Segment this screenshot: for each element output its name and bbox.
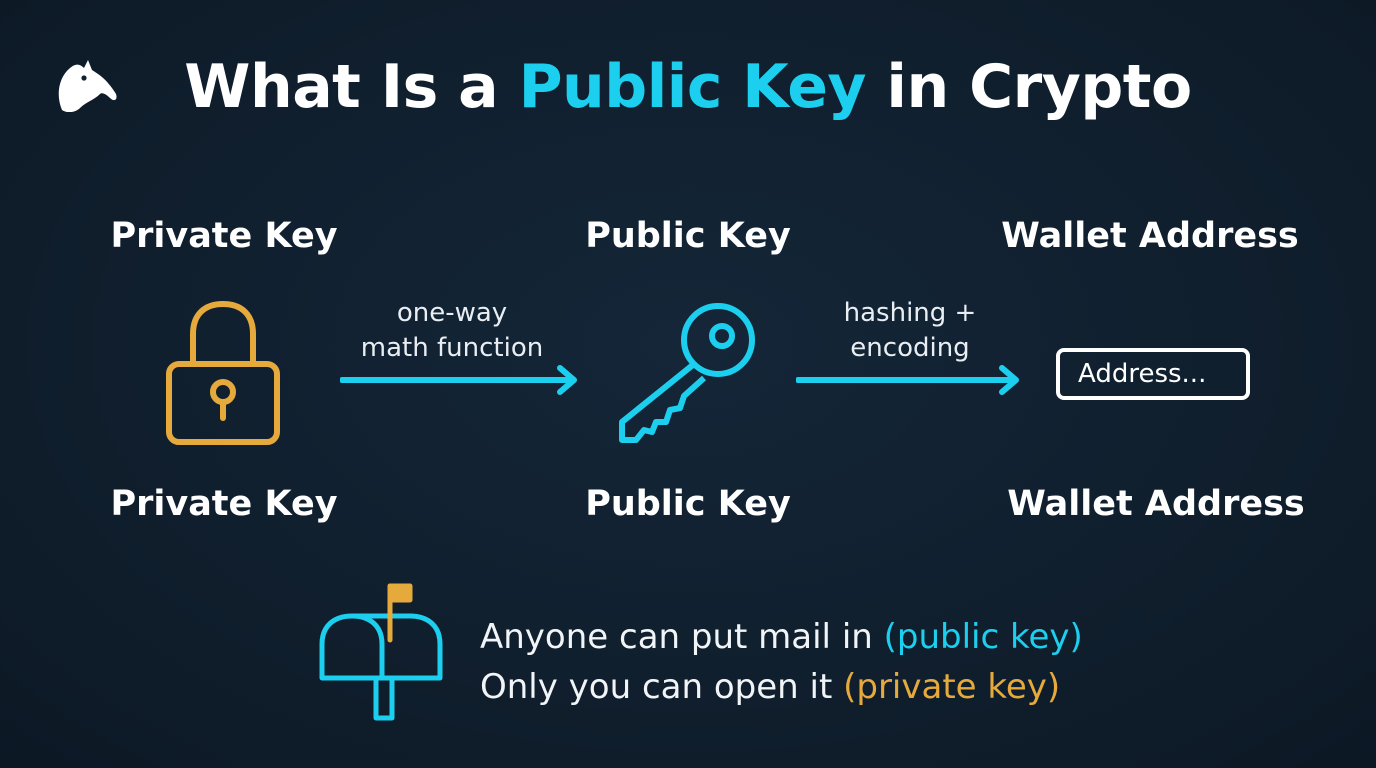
- edge1-label: one-way math function: [322, 296, 582, 366]
- private-key-bottom-label: Private Key: [110, 484, 338, 524]
- public-key-bottom-label: Public Key: [585, 484, 791, 524]
- edge2-line1: hashing +: [843, 298, 977, 328]
- key-icon: [619, 303, 755, 443]
- analogy-line2-highlight: (private key): [843, 667, 1061, 707]
- analogy-line1-text: Anyone can put mail in: [480, 617, 884, 657]
- title-after: in Crypto: [866, 52, 1192, 122]
- page-title: What Is a Public Key in Crypto: [0, 52, 1376, 122]
- analogy-line1: Anyone can put mail in (public key): [480, 612, 1083, 662]
- edge2-line2: encoding: [850, 333, 970, 363]
- edge1-line2: math function: [360, 333, 544, 363]
- analogy-line2: Only you can open it (private key): [480, 662, 1083, 712]
- wallet-address-box: Address...: [1056, 348, 1250, 400]
- title-before: What Is a: [184, 52, 519, 122]
- wallet-address-top-label: Wallet Address: [1001, 216, 1299, 256]
- edge1-line1: one-way: [396, 298, 508, 328]
- padlock-icon: [166, 300, 280, 445]
- analogy-line1-highlight: (public key): [883, 617, 1083, 657]
- edge2-label: hashing + encoding: [780, 296, 1040, 366]
- wallet-address-bottom-label: Wallet Address: [1007, 484, 1305, 524]
- private-key-top-label: Private Key: [110, 216, 338, 256]
- public-key-top-label: Public Key: [585, 216, 791, 256]
- arrow-right-icon: [796, 365, 1019, 395]
- mailbox-icon: [319, 583, 443, 721]
- title-highlight: Public Key: [518, 52, 867, 122]
- anteater-logo-icon: [58, 60, 117, 112]
- arrow-right-icon: [340, 365, 577, 395]
- analogy-text: Anyone can put mail in (public key) Only…: [480, 612, 1083, 712]
- analogy-line2-text: Only you can open it: [480, 667, 844, 707]
